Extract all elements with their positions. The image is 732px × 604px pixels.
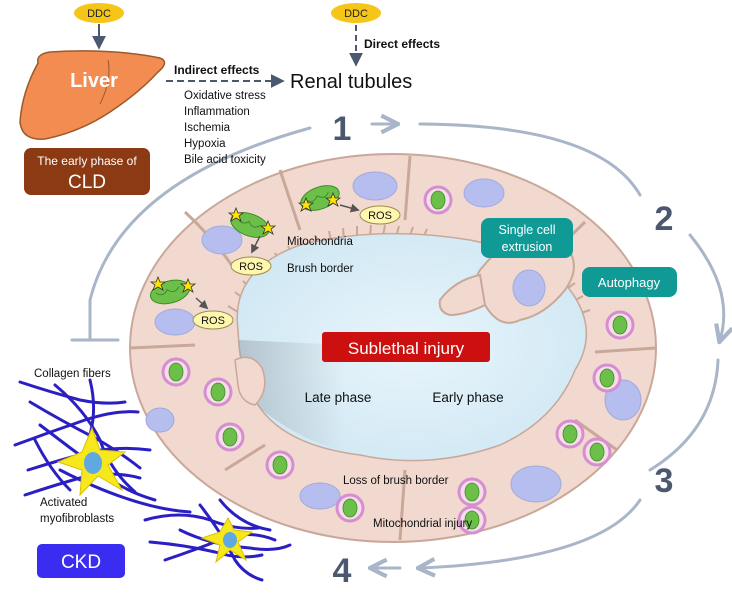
indirect-effects-label: Indirect effects	[174, 63, 260, 77]
loss-of-brush-border-label: Loss of brush border	[343, 475, 449, 487]
svg-text:DDC: DDC	[87, 8, 111, 20]
step-number-2: 2	[655, 200, 674, 238]
activated-label-line2: myofibroblasts	[40, 513, 114, 525]
arc-right-lower	[648, 358, 720, 472]
indirect-effects-list: Oxidative stress Inflammation Ischemia H…	[184, 90, 266, 166]
mitochondria-label: Mitochondria	[287, 236, 353, 248]
oxidative-bursts	[149, 191, 342, 293]
cycle-arrows	[70, 122, 724, 568]
svg-text:Single cell: Single cell	[499, 223, 556, 237]
liver-label: Liver	[70, 70, 118, 92]
cell-borders	[129, 155, 656, 541]
ros-badge: ROS	[230, 256, 272, 276]
effect-item: Oxidative stress	[184, 90, 266, 102]
extruding-cell-stalk	[438, 273, 487, 317]
myofibroblast-large	[56, 426, 127, 497]
liver-lobe-line	[99, 59, 110, 105]
late-phase-protrusion	[234, 356, 266, 406]
svg-text:CLD: CLD	[68, 172, 106, 193]
svg-text:ROS: ROS	[239, 261, 263, 273]
early-phase-label: Early phase	[432, 390, 503, 405]
step-number-1: 1	[333, 110, 352, 148]
effect-item: Inflammation	[184, 106, 250, 118]
activated-label-line1: Activated	[40, 497, 87, 509]
late-phase-label: Late phase	[305, 390, 372, 405]
lumen-shadow	[238, 340, 345, 452]
single-cell-extrusion-box: Single cell extrusion	[481, 218, 573, 258]
autophagy-box: Autophagy	[582, 267, 677, 297]
collagen-fibers-label: Collagen fibers	[34, 368, 111, 380]
svg-text:Sublethal injury: Sublethal injury	[348, 339, 465, 358]
step-number-3: 3	[655, 462, 674, 500]
effect-item: Bile acid toxicity	[184, 154, 266, 166]
ros-badge: ROS	[359, 205, 401, 225]
ddc-left-badge: DDC	[74, 3, 124, 23]
sublethal-injury-box: Sublethal injury	[322, 332, 490, 362]
ros-arrows	[195, 203, 360, 310]
effect-item: Hypoxia	[184, 138, 226, 150]
svg-text:CKD: CKD	[61, 552, 101, 573]
ddc-top-badge: DDC	[331, 3, 381, 23]
arc-left-top	[88, 126, 312, 342]
ros-badge: ROS	[192, 310, 234, 330]
arc-right	[688, 233, 724, 340]
renal-tubules-label: Renal tubules	[290, 71, 412, 93]
brush-border-label: Brush border	[287, 263, 354, 275]
myofibroblast-small	[200, 516, 254, 564]
svg-text:The early phase of: The early phase of	[37, 154, 137, 168]
arc-bottom-right	[420, 498, 642, 568]
step-number-4: 4	[333, 552, 352, 590]
svg-text:Autophagy: Autophagy	[598, 275, 661, 290]
nuclei	[145, 171, 642, 510]
cld-box: The early phase of CLD	[24, 148, 150, 195]
effect-item: Ischemia	[184, 122, 231, 134]
svg-text:extrusion: extrusion	[502, 240, 553, 254]
mitochondrial-injury-label: Mitochondrial injury	[373, 518, 472, 530]
svg-text:ROS: ROS	[368, 210, 392, 222]
svg-text:ROS: ROS	[201, 315, 225, 327]
direct-effects-label: Direct effects	[364, 37, 440, 51]
svg-text:DDC: DDC	[344, 8, 368, 20]
autophagosomes	[161, 185, 635, 535]
liver-shape	[19, 50, 166, 140]
arc-top-right	[418, 122, 642, 197]
ckd-box: CKD	[37, 544, 125, 578]
